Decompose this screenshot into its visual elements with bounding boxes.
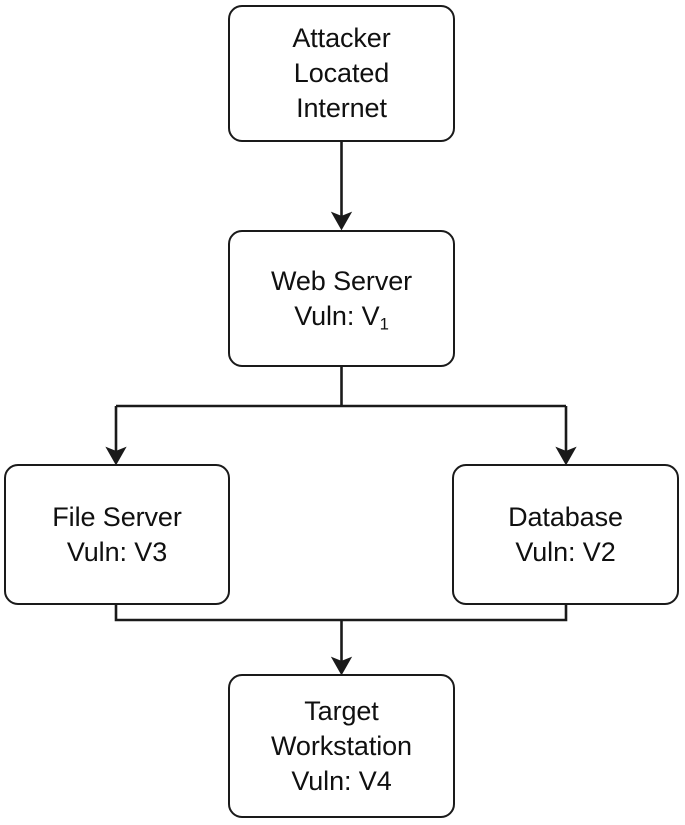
node-target-workstation-line-2: Workstation bbox=[271, 730, 412, 761]
node-web-server[interactable]: Web Server Vuln: V1 bbox=[228, 230, 455, 367]
node-database-vuln: Vuln: V2 bbox=[515, 536, 616, 567]
node-attacker-line-3: Internet bbox=[296, 93, 387, 123]
node-attacker-line-1: Attacker bbox=[292, 23, 391, 53]
node-web-server-vuln-prefix: Vuln: V bbox=[294, 300, 380, 331]
node-attacker-located-internet[interactable]: Attacker Located Internet bbox=[228, 5, 455, 142]
edge-merge-bus bbox=[114, 605, 568, 622]
node-target-workstation-line-1: Target bbox=[304, 695, 379, 726]
node-database-title: Database bbox=[508, 501, 623, 532]
node-file-server-title: File Server bbox=[52, 501, 182, 532]
node-attacker-line-2: Located bbox=[293, 58, 390, 88]
node-target-workstation[interactable]: Target Workstation Vuln: V4 bbox=[228, 674, 455, 818]
node-web-server-vuln: Vuln: V1 bbox=[294, 299, 389, 334]
node-file-server[interactable]: File Server Vuln: V3 bbox=[4, 464, 230, 605]
node-target-workstation-vuln: Vuln: V4 bbox=[291, 765, 392, 796]
node-web-server-vuln-subscript: 1 bbox=[379, 314, 389, 334]
node-database[interactable]: Database Vuln: V2 bbox=[452, 464, 679, 605]
node-file-server-vuln: Vuln: V3 bbox=[66, 536, 168, 567]
node-web-server-title: Web Server bbox=[270, 265, 413, 296]
edge-webserver-fork-stem bbox=[116, 367, 566, 408]
